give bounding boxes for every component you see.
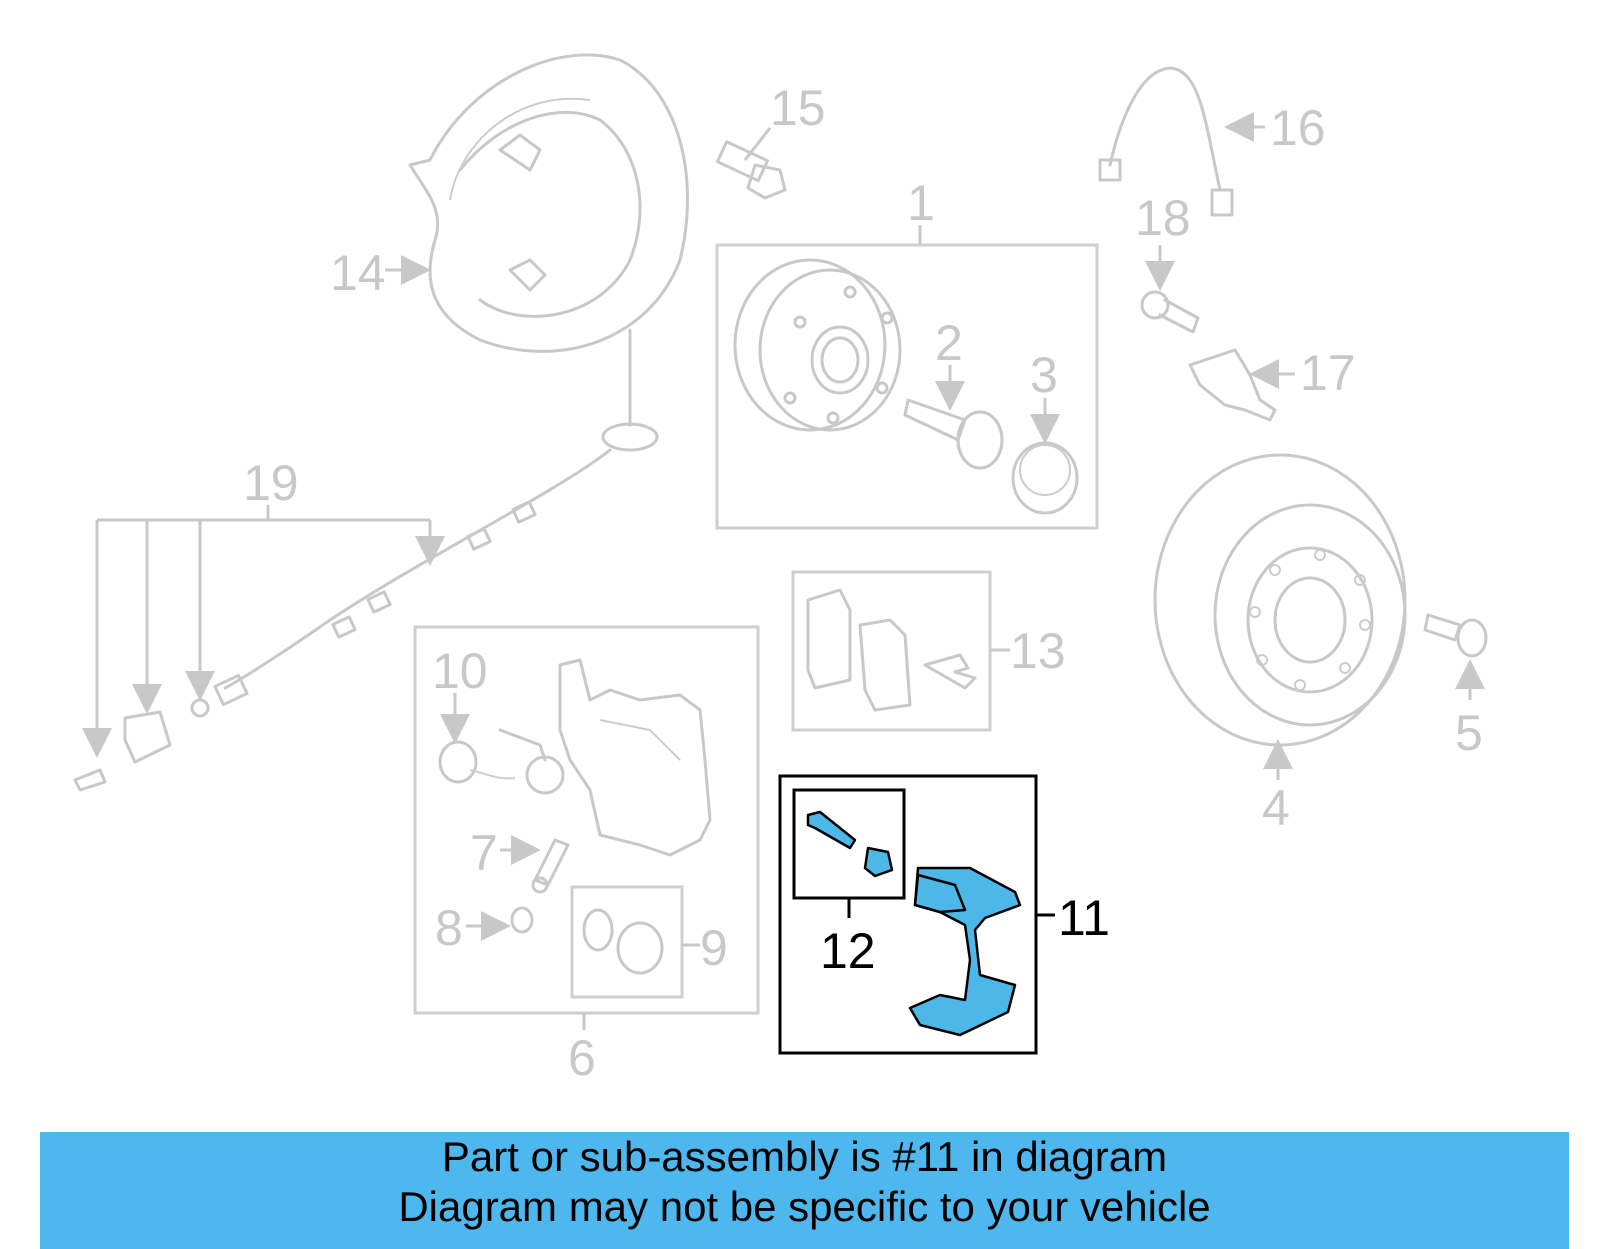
bolt-part-15 [715,140,787,200]
callout-17: 17 [1300,345,1356,401]
callout-14: 14 [330,245,386,301]
callout-4: 4 [1262,780,1290,836]
callout-13: 13 [1010,623,1066,679]
callout-18: 18 [1135,190,1191,246]
rotor-screw-part-5 [1423,613,1488,658]
callout-9: 9 [700,920,728,976]
brake-rotor-part-4 [1153,453,1407,747]
dust-shield-part-14 [408,53,689,353]
bleeder-screw-part-10 [438,740,516,784]
guide-pin-part-7 [531,838,570,894]
callout-2: 2 [935,315,963,371]
guide-pin-kit-part-12 [806,810,894,878]
callout-8: 8 [435,900,463,956]
sensor-part-17 [1188,348,1277,422]
callout-11: 11 [1058,890,1110,946]
caliper-assembly-box [413,625,760,1015]
hub-bolt-part-2 [903,398,1004,470]
callout-7: 7 [470,825,498,881]
screw-part-18 [1140,290,1200,334]
callout-16: 16 [1270,100,1326,156]
wheel-hub-part [733,258,902,432]
abs-sensor-wire-part-19 [73,328,659,792]
callout-1: 1 [907,175,935,231]
callout-10: 10 [432,643,488,699]
banner-line-2: Diagram may not be specific to your vehi… [398,1183,1211,1230]
callout-15: 15 [770,80,826,136]
banner-line-1: Part or sub-assembly is #11 in diagram [441,1133,1168,1180]
callout-12: 12 [820,923,876,979]
seal-kit-box [570,885,684,999]
info-banner: Part or sub-assembly is #11 in diagram D… [40,1132,1569,1249]
dust-cap-part-3 [1011,441,1079,515]
callout-19: 19 [243,455,299,511]
bleeder-cap-part-8 [510,906,534,934]
seal-kit-part-9 [582,908,664,975]
callout-6: 6 [568,1030,596,1086]
brake-pads-part [806,588,977,712]
brake-hose-part-16 [1098,66,1234,217]
callout-5: 5 [1455,705,1483,761]
hub-bearing-box [715,243,1099,530]
caliper-part [498,658,712,857]
callout-3: 3 [1030,347,1058,403]
caliper-bracket-part-11 [908,866,1022,1037]
